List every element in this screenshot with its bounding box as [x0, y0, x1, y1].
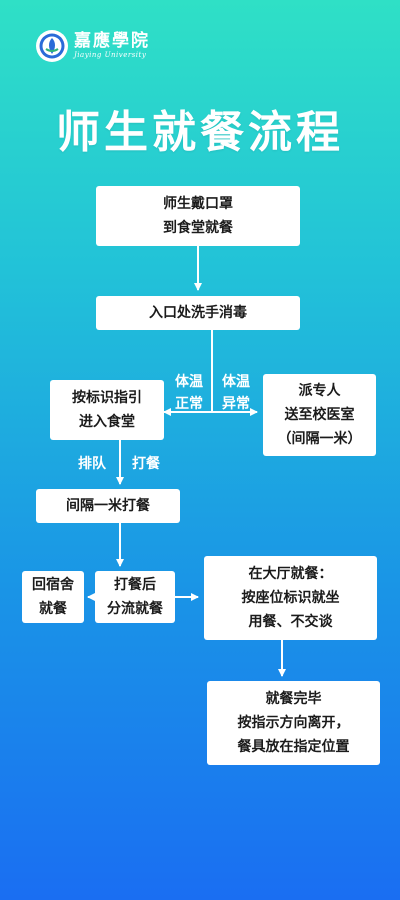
step-divert-dining: 打餐后 分流就餐	[95, 571, 175, 623]
university-emblem-icon	[36, 30, 68, 62]
logo-chinese-name: 嘉應學院	[74, 31, 150, 51]
step-finish-leave: 就餐完毕 按指示方向离开， 餐具放在指定位置	[207, 681, 380, 765]
step-dorm-dining: 回宿舍 就餐	[22, 571, 84, 623]
step-send-to-clinic: 派专人 送至校医室 （间隔一米）	[263, 374, 376, 456]
step-mask-to-canteen-text: 师生戴口罩 到食堂就餐	[163, 196, 233, 236]
label-get-meal: 打餐	[132, 456, 160, 472]
step-finish-leave-text: 就餐完毕 按指示方向离开， 餐具放在指定位置	[237, 691, 350, 755]
page-title: 师生就餐流程	[56, 107, 344, 158]
logo-english-name: Jiaying University	[74, 51, 147, 59]
step-hall-dining-text: 在大厅就餐： 按座位标识就坐 用餐、不交谈	[241, 566, 340, 630]
step-follow-signs-text: 按标识指引 进入食堂	[72, 390, 142, 430]
step-spaced-meal-text: 间隔一米打餐	[66, 498, 150, 514]
step-hall-dining: 在大厅就餐： 按座位标识就坐 用餐、不交谈	[204, 556, 377, 640]
university-logo: 嘉應學院 Jiaying University	[36, 30, 150, 62]
step-send-to-clinic-text: 派专人 送至校医室 （间隔一米）	[277, 383, 362, 447]
step-mask-to-canteen: 师生戴口罩 到食堂就餐	[96, 186, 300, 246]
step-dorm-dining-text: 回宿舍 就餐	[32, 577, 74, 617]
step-wash-hands: 入口处洗手消毒	[96, 296, 300, 330]
label-temp-abnormal: 体温 异常	[222, 374, 250, 412]
step-wash-hands-text: 入口处洗手消毒	[149, 305, 247, 321]
label-temp-normal: 体温 正常	[175, 374, 203, 412]
step-spaced-meal: 间隔一米打餐	[36, 489, 180, 523]
label-queue: 排队	[78, 456, 106, 472]
step-divert-dining-text: 打餐后 分流就餐	[107, 577, 163, 617]
step-follow-signs: 按标识指引 进入食堂	[50, 380, 164, 440]
